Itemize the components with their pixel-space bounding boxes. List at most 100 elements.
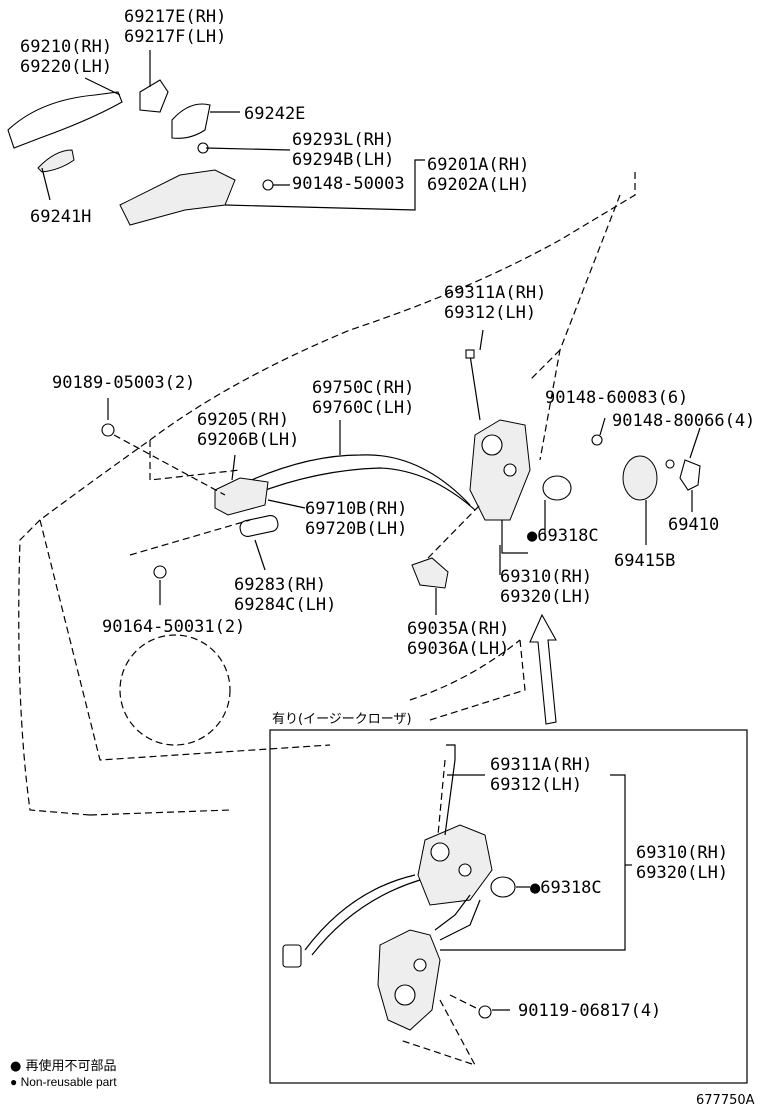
label-90189: 90189-05003(2) xyxy=(52,373,195,393)
label-69318c-inset: ●69318C xyxy=(530,878,602,898)
label-69202a: 69202A(LH) xyxy=(427,175,529,195)
svg-text:69217F(LH): 69217F(LH) xyxy=(124,27,226,47)
label-69320-inset: 69320(LH) xyxy=(636,863,728,883)
svg-text:90148-50003: 90148-50003 xyxy=(292,174,405,194)
striker-69410 xyxy=(679,459,701,491)
rod-69311 xyxy=(465,349,475,359)
inset-closer-motor xyxy=(377,929,441,1031)
legend-jp: ● 再使用不可部品 xyxy=(10,1058,116,1074)
label-69318c-top: ●69318C xyxy=(527,526,599,546)
label-69210: 69210(RH) xyxy=(20,37,112,57)
svg-text:69283(RH): 69283(RH) xyxy=(234,575,326,595)
label-69310-top: 69310(RH) xyxy=(500,567,592,587)
label-69283: 69283(RH) xyxy=(234,575,326,595)
label-69220: 69220(LH) xyxy=(20,57,112,77)
label-69217e: 69217E(RH) xyxy=(124,7,226,27)
label-69242e: 69242E xyxy=(244,104,305,124)
outside-handle-group xyxy=(7,50,425,226)
door-lock-69310 xyxy=(469,419,531,521)
cable-group xyxy=(101,398,481,615)
label-90119: 90119-06817(4) xyxy=(518,1001,661,1021)
svg-text:69312(LH): 69312(LH) xyxy=(490,775,582,795)
label-90148-60083: 90148-60083(6) xyxy=(545,388,688,408)
label-69310-inset: 69310(RH) xyxy=(636,843,728,863)
striker-group xyxy=(622,427,701,545)
svg-text:69035A(RH): 69035A(RH) xyxy=(407,619,509,639)
svg-text:● Non-reusable part: ● Non-reusable part xyxy=(10,1075,117,1089)
inset-title: 有り(イージークローザ) xyxy=(272,712,412,727)
label-69293l: 69293L(RH) xyxy=(292,130,394,150)
label-69710b: 69710B(RH) xyxy=(305,499,407,519)
legend: ● 再使用不可部品 ● Non-reusable part xyxy=(10,1058,117,1089)
bolt-90148-60083 xyxy=(591,434,603,446)
svg-text:69220(LH): 69220(LH) xyxy=(20,57,112,77)
svg-text:69710B(RH): 69710B(RH) xyxy=(305,499,407,519)
figure-id: 677750A xyxy=(696,1093,755,1108)
svg-text:677750A: 677750A xyxy=(696,1093,755,1108)
svg-text:69206B(LH): 69206B(LH) xyxy=(197,430,299,450)
svg-text:●69318C: ●69318C xyxy=(530,878,602,898)
label-69311a-top: 69311A(RH) xyxy=(444,283,546,303)
legend-en: ● Non-reusable part xyxy=(10,1075,117,1089)
inset-box xyxy=(269,729,748,1084)
svg-text:69310(RH): 69310(RH) xyxy=(500,567,592,587)
label-69312-top: 69312(LH) xyxy=(444,303,536,323)
svg-text:69311A(RH): 69311A(RH) xyxy=(490,755,592,775)
svg-text:69415B: 69415B xyxy=(614,551,675,571)
svg-text:69201A(RH): 69201A(RH) xyxy=(427,155,529,175)
label-69750c: 69750C(RH) xyxy=(312,378,414,398)
svg-text:69242E: 69242E xyxy=(244,104,305,124)
door-outline xyxy=(18,172,636,816)
svg-text:69320(LH): 69320(LH) xyxy=(500,587,592,607)
grommet-69318 xyxy=(542,475,572,501)
inset-bolt-90119 xyxy=(478,1005,492,1019)
svg-text:69750C(RH): 69750C(RH) xyxy=(312,378,414,398)
label-69035a: 69035A(RH) xyxy=(407,619,509,639)
svg-text:● 再使用不可部品: ● 再使用不可部品 xyxy=(10,1058,116,1074)
label-69760c: 69760C(LH) xyxy=(312,398,414,418)
svg-text:69320(LH): 69320(LH) xyxy=(636,863,728,883)
label-69205: 69205(RH) xyxy=(197,410,289,430)
label-69036a: 69036A(LH) xyxy=(407,639,509,659)
inset-grommet xyxy=(490,876,516,898)
screw-90164 xyxy=(153,565,167,579)
svg-text:69310(RH): 69310(RH) xyxy=(636,843,728,863)
svg-text:90119-06817(4): 90119-06817(4) xyxy=(518,1001,661,1021)
svg-text:90189-05003(2): 90189-05003(2) xyxy=(52,373,195,393)
svg-text:69241H: 69241H xyxy=(30,207,91,227)
label-69415b: 69415B xyxy=(614,551,675,571)
cover-69242 xyxy=(171,103,211,139)
svg-text:●69318C: ●69318C xyxy=(527,526,599,546)
svg-text:90148-80066(4): 90148-80066(4) xyxy=(612,411,755,431)
bolt-90148-50003 xyxy=(262,179,274,191)
handle-cap-69241 xyxy=(37,149,75,173)
label-69410: 69410 xyxy=(668,515,719,535)
label-69311a-inset: 69311A(RH) xyxy=(490,755,592,775)
svg-text:69760C(LH): 69760C(LH) xyxy=(312,398,414,418)
svg-text:69294B(LH): 69294B(LH) xyxy=(292,150,394,170)
lock-cable-69750 xyxy=(229,454,471,506)
cover-69415 xyxy=(622,455,658,501)
screw-90189 xyxy=(101,423,115,437)
svg-text:69205(RH): 69205(RH) xyxy=(197,410,289,430)
svg-text:69293L(RH): 69293L(RH) xyxy=(292,130,394,150)
svg-text:90148-60083(6): 90148-60083(6) xyxy=(545,388,688,408)
label-69294b: 69294B(LH) xyxy=(292,150,394,170)
svg-text:69202A(LH): 69202A(LH) xyxy=(427,175,529,195)
inset-connector xyxy=(282,944,302,968)
label-69284c: 69284C(LH) xyxy=(234,595,336,615)
label-90148-80066: 90148-80066(4) xyxy=(612,411,755,431)
svg-text:69720B(LH): 69720B(LH) xyxy=(305,519,407,539)
svg-text:69311A(RH): 69311A(RH) xyxy=(444,283,546,303)
pad-69283 xyxy=(239,514,279,538)
arrow-to-inset xyxy=(529,613,557,725)
label-69241h: 69241H xyxy=(30,207,91,227)
label-90148-50003: 90148-50003 xyxy=(292,174,405,194)
frame-69201 xyxy=(119,169,236,226)
part-labels: 69217E(RH) 69217F(LH) 69210(RH) 69220(LH… xyxy=(20,7,755,1021)
svg-text:69217E(RH): 69217E(RH) xyxy=(124,7,226,27)
bracket-69035 xyxy=(411,557,449,589)
label-69320-top: 69320(LH) xyxy=(500,587,592,607)
